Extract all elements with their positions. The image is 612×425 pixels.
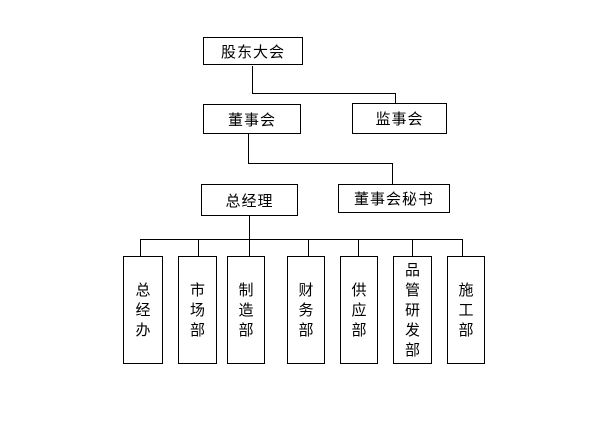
org-node-label: 财务部: [298, 281, 314, 339]
org-node-label: 董事会: [227, 110, 276, 129]
org-node-label: 制造部: [238, 281, 254, 339]
org-node-label: 施工部: [458, 281, 474, 339]
org-node-dept-general-manager-office: 总经办: [123, 256, 163, 364]
org-node-general-manager: 总经理: [201, 184, 298, 216]
org-node-dept-finance: 财务部: [287, 256, 325, 364]
org-node-board-of-directors: 董事会: [203, 104, 301, 134]
connector-gm-down: [249, 216, 250, 239]
connector-departments-horizontal: [140, 239, 463, 240]
org-node-label: 董事会秘书: [353, 190, 434, 208]
org-node-dept-construction: 施工部: [447, 256, 485, 364]
connector-dept-drop-1: [140, 239, 141, 256]
connector-dept-drop-3: [249, 239, 250, 256]
org-node-supervisory-board: 监事会: [352, 103, 447, 134]
connector-shareholders-down: [252, 66, 253, 93]
connector-dept-drop-7: [462, 239, 463, 256]
connector-dept-drop-6: [412, 239, 413, 256]
org-node-shareholders-meeting: 股东大会: [203, 37, 303, 65]
connector-level1-horizontal: [252, 93, 396, 94]
org-node-label: 总经理: [225, 191, 274, 210]
connector-supervisory-drop: [395, 93, 396, 103]
org-node-label: 监事会: [375, 110, 424, 128]
org-node-label: 股东大会: [220, 42, 285, 61]
org-node-dept-marketing: 市场部: [178, 256, 217, 364]
org-node-label: 市场部: [189, 281, 205, 339]
connector-board-down: [248, 134, 249, 163]
org-node-dept-quality-rnd: 品管研发部: [393, 256, 432, 364]
connector-level2-horizontal: [248, 163, 393, 164]
org-node-dept-supply: 供应部: [340, 256, 378, 364]
org-node-label: 总经办: [135, 281, 151, 339]
connector-dept-drop-4: [308, 239, 309, 256]
org-node-board-secretary: 董事会秘书: [338, 184, 450, 213]
org-node-label: 品管研发部: [404, 261, 420, 359]
connector-dept-drop-2: [198, 239, 199, 256]
org-node-label: 供应部: [351, 281, 367, 339]
connector-secretary-drop: [392, 163, 393, 184]
connector-dept-drop-5: [358, 239, 359, 256]
org-node-dept-manufacturing: 制造部: [227, 256, 265, 364]
